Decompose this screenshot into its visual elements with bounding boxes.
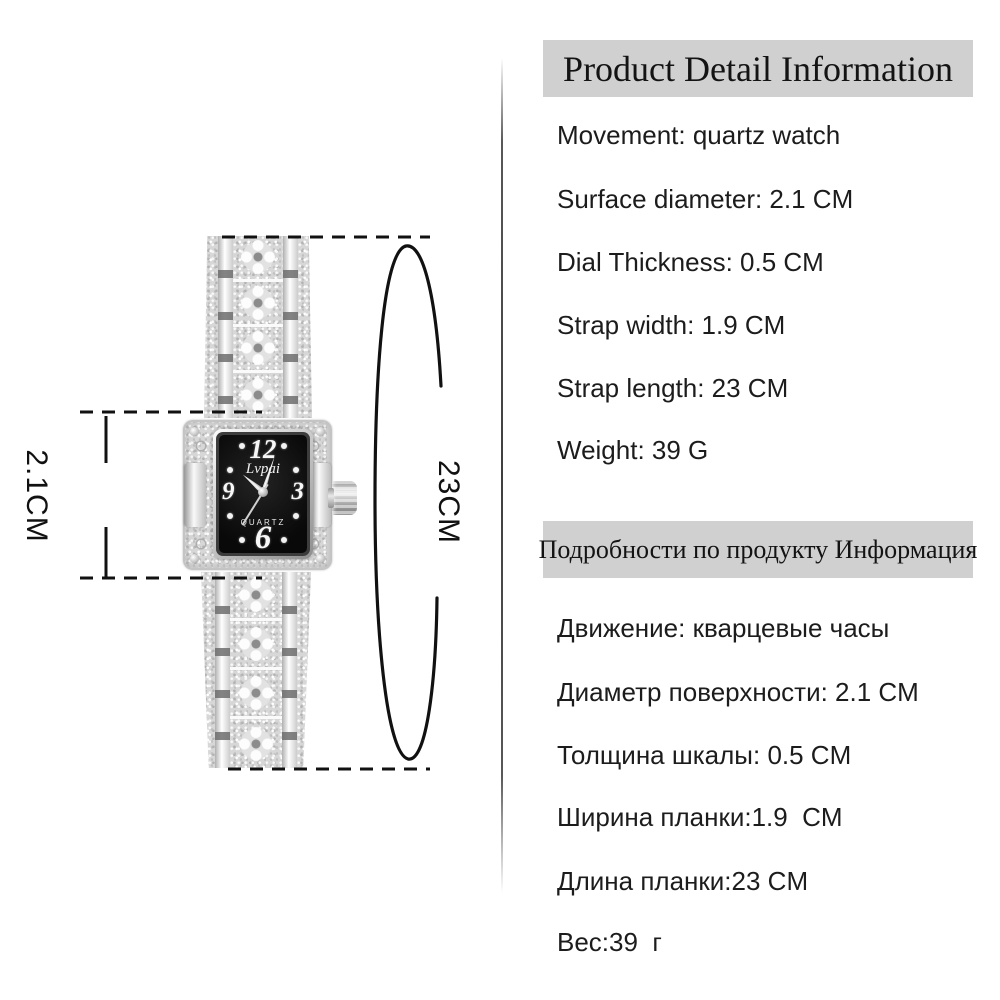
hour-marker-dot (239, 537, 245, 543)
strap-link (233, 282, 283, 327)
strap-link (233, 327, 283, 373)
spec-movement-en: Movement: quartz watch (557, 120, 841, 150)
strap-link (230, 621, 282, 670)
dial-numeral-12: 12 (249, 434, 277, 464)
watch-photo: 12 3 6 9 Lvpai QUARTZ (183, 236, 357, 768)
spec-thickness-ru: Толщина шкалы: 0.5 CM (557, 740, 852, 770)
strap-rail (204, 236, 218, 418)
strap-rail (297, 572, 311, 768)
spec-strap-width-ru: Ширина планки:1.9 CM (557, 802, 843, 832)
russian-header: Подробности по продукту Информация (539, 521, 977, 578)
strap-link (230, 670, 282, 719)
hour-marker-dot (293, 467, 299, 473)
dial-numeral-6: 6 (254, 520, 272, 556)
hour-marker-dot (281, 537, 287, 543)
hour-marker-dot (227, 467, 233, 473)
spec-weight-ru: Вес:39 г (557, 927, 662, 957)
flower-ornament-icon (239, 726, 273, 761)
spec-strap-width-en: Strap width: 1.9 CM (557, 310, 786, 340)
spec-diameter-ru: Диаметр поверхности: 2.1 CM (557, 677, 919, 707)
dial-brand-text: Lvpai (245, 461, 281, 477)
spec-movement-ru: Движение: кварцевые часы (557, 613, 890, 643)
case-width-label: 2.1CM (20, 449, 53, 543)
spec-weight-en: Weight: 39 G (557, 435, 709, 465)
spec-thickness-en: Dial Thickness: 0.5 CM (557, 247, 824, 277)
strap-rail (201, 572, 215, 768)
flower-ornament-icon (241, 331, 275, 366)
flower-ornament-icon (239, 627, 273, 661)
watch-strap-bottom (201, 572, 311, 768)
flower-ornament-icon (241, 285, 275, 320)
strap-bar (283, 236, 298, 418)
strap-bar (218, 236, 233, 418)
case-screw-icon (190, 427, 199, 436)
flower-ornament-icon (241, 240, 275, 275)
strap-length-label: 23CM (432, 459, 465, 545)
dial-face: 12 3 6 9 Lvpai QUARTZ (219, 434, 307, 556)
strap-links (230, 572, 282, 768)
case-side-bar (309, 463, 331, 527)
case-screw-icon (190, 554, 199, 563)
case-side-bar (184, 463, 206, 527)
dial-quartz-text: QUARTZ (240, 518, 286, 527)
strap-link (230, 719, 282, 768)
strap-link (230, 572, 282, 621)
watch-strap-top (204, 236, 312, 418)
watch-crown (328, 481, 357, 515)
case-screw-icon (316, 427, 325, 436)
flower-ornament-icon (239, 578, 273, 612)
spec-strap-length-en: Strap length: 23 CM (557, 373, 789, 403)
strap-links (233, 236, 283, 418)
hour-marker-dot (239, 443, 245, 449)
spec-strap-length-ru: Длина планки:23 CM (557, 866, 809, 896)
hands-center-cap (258, 487, 268, 497)
strap-bar (282, 572, 297, 768)
watch-dial: 12 3 6 9 Lvpai QUARTZ (213, 429, 313, 559)
strap-rail (298, 236, 312, 418)
strap-link (233, 373, 283, 419)
flower-ornament-icon (239, 676, 273, 710)
flower-ornament-icon (241, 378, 275, 413)
english-header: Product Detail Information (543, 40, 973, 97)
hour-marker-dot (227, 513, 233, 519)
strap-bar (215, 572, 230, 768)
case-screw-icon (316, 554, 325, 563)
dial-numeral-9: 9 (222, 478, 235, 505)
dial-numeral-3: 3 (291, 478, 305, 505)
dial-bezel: 12 3 6 9 Lvpai QUARTZ (216, 432, 310, 556)
hour-marker-dot (293, 513, 299, 519)
watch-case: 12 3 6 9 Lvpai QUARTZ (183, 420, 357, 570)
strap-link (233, 236, 283, 282)
spec-diameter-en: Surface diameter: 2.1 CM (557, 184, 854, 214)
hour-marker-dot (281, 443, 287, 449)
section-divider-line (501, 58, 503, 893)
